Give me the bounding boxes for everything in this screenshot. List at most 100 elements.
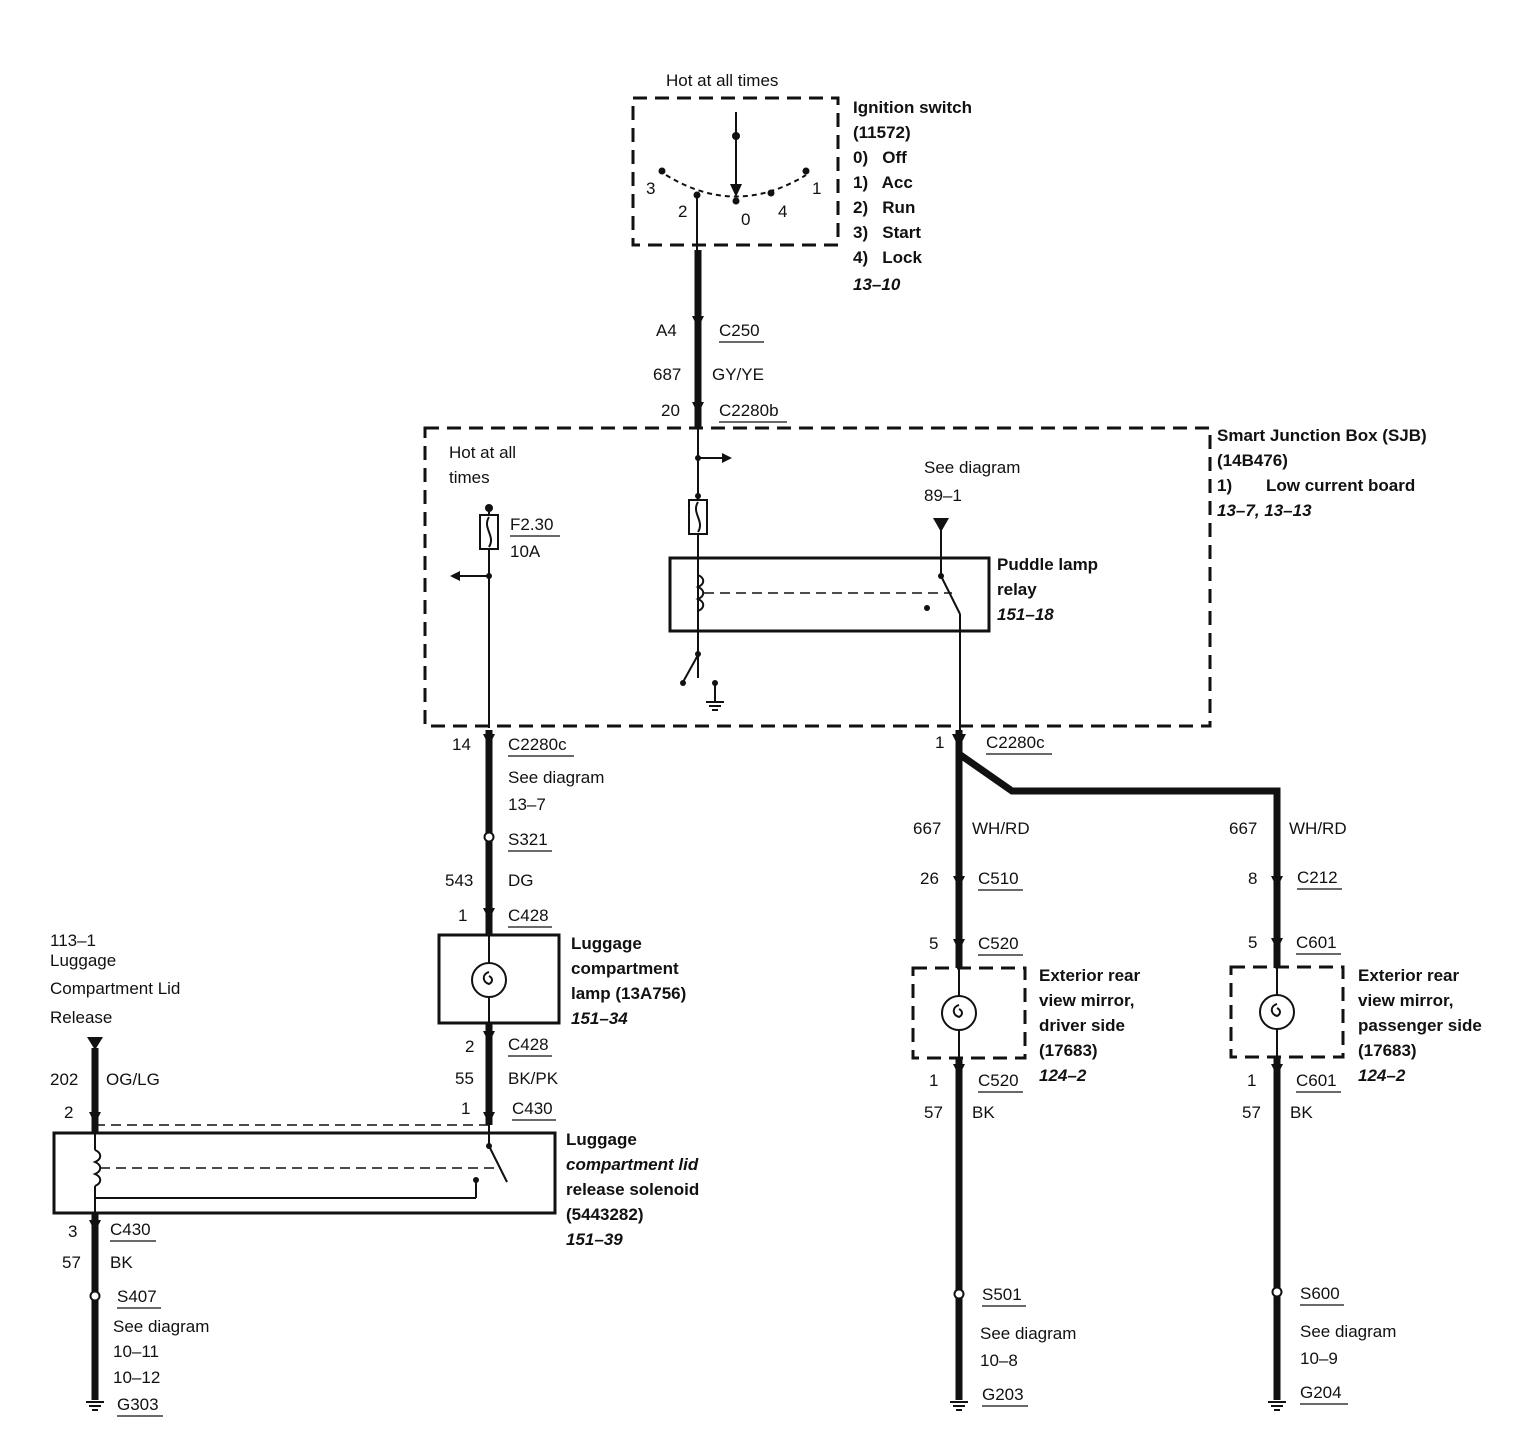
connector-c250: C250 [719, 321, 760, 340]
solenoid-label-1: Luggage [566, 1130, 637, 1149]
connector-c430: C430 [512, 1099, 553, 1118]
smart-junction-box: Smart Junction Box (SJB) (14B476) 1) Low… [423, 426, 1427, 730]
connector-c601: C601 [1296, 933, 1337, 952]
pin-1-c601: 1 [1247, 1071, 1256, 1090]
relay-ref: 151–18 [997, 605, 1054, 624]
solenoid-label-2: compartment lid [566, 1155, 699, 1174]
ignition-pin-3: 3 [646, 179, 655, 198]
solenoid-ref: 151–39 [566, 1230, 623, 1249]
wire-color-bk-left: BK [110, 1253, 133, 1272]
ground-g303: G303 [117, 1395, 159, 1414]
pin-2-solenoid: 2 [64, 1103, 73, 1122]
driver-see-diagram: See diagram [980, 1324, 1076, 1343]
ignition-hot-label: Hot at all times [666, 71, 778, 90]
lamp-label-2: compartment [571, 959, 679, 978]
lamp-label-3: lamp (13A756) [571, 984, 686, 1003]
solenoid-box [52, 1131, 557, 1215]
wire-color-whrd-driver: WH/RD [972, 819, 1030, 838]
ignition-pos-3: 3) Start [853, 223, 921, 242]
ignition-feed-wire: A4 C250 687 GY/YE 20 C2280b [653, 195, 787, 428]
solenoid-label-4: (5443282) [566, 1205, 644, 1224]
connector-c510: C510 [978, 869, 1019, 888]
ignition-ref: 13–10 [853, 275, 901, 294]
ignition-pos-0: 0) Off [853, 148, 907, 167]
pin-1-c520: 1 [929, 1071, 938, 1090]
driver-mirror-box [911, 966, 1027, 1060]
splice-s407: S407 [117, 1287, 157, 1306]
sjb-note-num: 1) [1217, 476, 1232, 495]
lamp-ref: 151–34 [571, 1009, 628, 1028]
connector-c520: C520 [978, 934, 1019, 953]
wire-color-bkpk: BK/PK [508, 1069, 559, 1088]
connector-c428: C428 [508, 906, 549, 925]
relay-label-1: Puddle lamp [997, 555, 1098, 574]
ignition-pin-4: 4 [778, 202, 787, 221]
connector-c430-b: C430 [110, 1220, 151, 1239]
left-ground-ref-2: 10–12 [113, 1368, 160, 1387]
wire-color-bk-driver: BK [972, 1103, 995, 1122]
circuit-57-driver: 57 [924, 1103, 943, 1122]
circuit-667-driver: 667 [913, 819, 941, 838]
arrow-down-icon [730, 184, 742, 197]
sjb-title: Smart Junction Box (SJB) [1217, 426, 1427, 445]
pin-5-c601: 5 [1248, 933, 1257, 952]
left-see-diagram: See diagram [508, 768, 604, 787]
pin-1-c2280c: 1 [935, 733, 944, 752]
ignition-pin-0: 0 [741, 210, 750, 229]
circuit-57-passenger: 57 [1242, 1103, 1261, 1122]
ignition-part: (11572) [853, 123, 911, 142]
release-ref: 113–1 [50, 931, 96, 950]
sjb-see-diagram: See diagram [924, 458, 1020, 477]
driver-see-ref: 10–8 [980, 1351, 1018, 1370]
pin-1-c428: 1 [458, 906, 467, 925]
left-ground-see-diagram: See diagram [113, 1317, 209, 1336]
lamp-bulb-icon [471, 962, 507, 998]
driver-mirror-label-2: view mirror, [1039, 991, 1134, 1010]
passenger-mirror-label-1: Exterior rear [1358, 966, 1459, 985]
arrow-right-icon [722, 453, 732, 463]
passenger-mirror-box [1229, 965, 1345, 1059]
mirror-lamp-icon [941, 995, 977, 1031]
circuit-55: 55 [455, 1069, 474, 1088]
ignition-pin-2: 2 [678, 202, 687, 221]
ignition-pin-1: 1 [812, 179, 821, 198]
ignition-pos-1: 1) Acc [853, 173, 913, 192]
passenger-see-diagram: See diagram [1300, 1322, 1396, 1341]
solenoid-label-3: release solenoid [566, 1180, 699, 1199]
pin-20: 20 [661, 401, 680, 420]
connector-c2280b: C2280b [719, 401, 779, 420]
circuit-202: 202 [50, 1070, 78, 1089]
pin-a4: A4 [656, 321, 677, 340]
passenger-mirror-ref: 124–2 [1358, 1066, 1406, 1085]
driver-mirror-label-1: Exterior rear [1039, 966, 1140, 985]
connector-c428-b: C428 [508, 1035, 549, 1054]
circuit-667-passenger: 667 [1229, 819, 1257, 838]
passenger-mirror-label-2: view mirror, [1358, 991, 1453, 1010]
splice-s501: S501 [982, 1285, 1022, 1304]
pin-26: 26 [920, 869, 939, 888]
ground-g204: G204 [1300, 1383, 1342, 1402]
driver-mirror-label-3: driver side [1039, 1016, 1125, 1035]
circuit-543: 543 [445, 871, 473, 890]
connector-c212: C212 [1297, 868, 1338, 887]
release-label-2: Compartment Lid [50, 979, 180, 998]
fuse-rating: 10A [510, 542, 541, 561]
pin-14: 14 [452, 735, 471, 754]
ignition-switch: Hot at all times 3 2 0 4 1 Ignition swit… [631, 71, 972, 294]
wire-color-gyye: GY/YE [712, 365, 764, 384]
passenger-mirror-label-3: passenger side [1358, 1016, 1482, 1035]
luggage-lamp-branch: 14 C2280c See diagram 13–7 S321 543 DG 1… [437, 730, 686, 1125]
puddle-lamp-relay-box [668, 556, 991, 633]
connector-c601-b: C601 [1296, 1071, 1337, 1090]
left-ground-ref-1: 10–11 [113, 1342, 159, 1361]
pin-8: 8 [1248, 869, 1257, 888]
sjb-part: (14B476) [1217, 451, 1288, 470]
arrow-down-icon-3 [87, 1037, 103, 1050]
circuit-57-left: 57 [62, 1253, 81, 1272]
wire-color-bk-passenger: BK [1290, 1103, 1313, 1122]
lamp-label-1: Luggage [571, 934, 642, 953]
lid-release-solenoid: 113–1 Luggage Compartment Lid Release 20… [50, 931, 699, 1417]
pin-3-c430: 3 [68, 1222, 77, 1241]
pin-1-c430: 1 [461, 1099, 470, 1118]
